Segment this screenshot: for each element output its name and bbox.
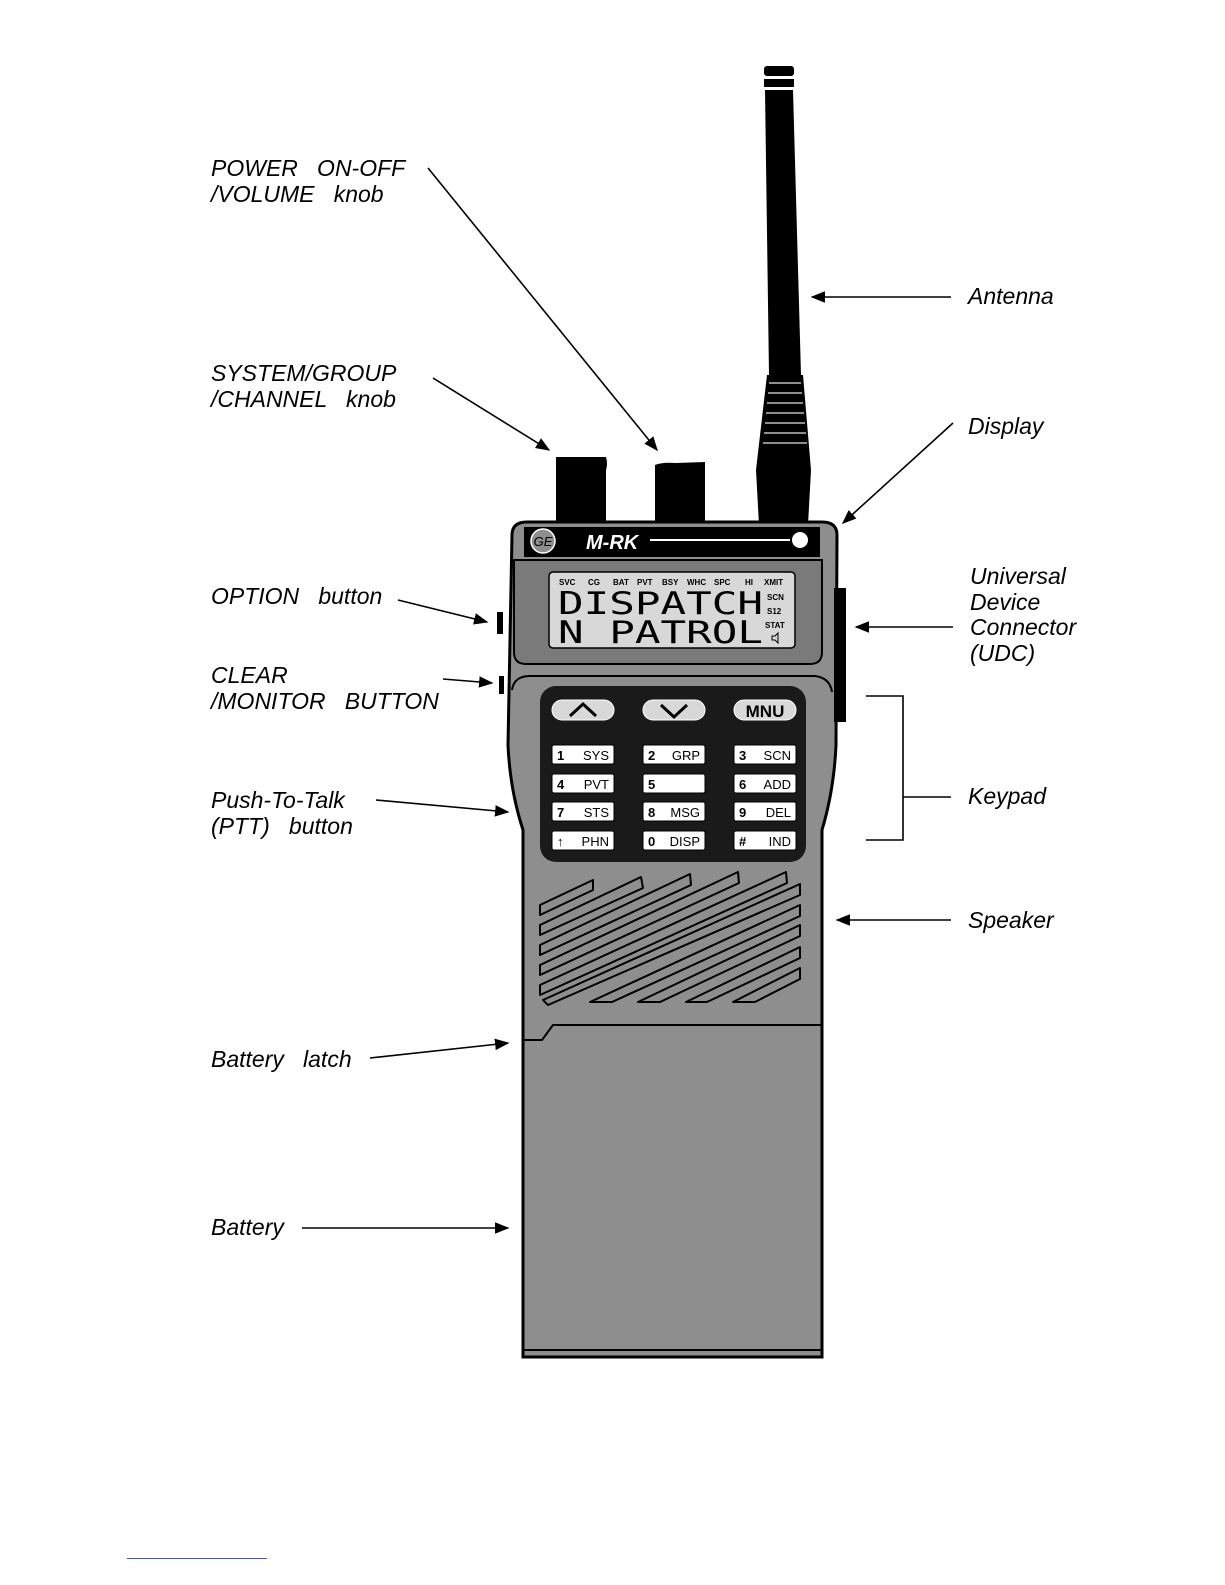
indicator-spc: SPC: [714, 578, 731, 587]
key-digit: 9: [739, 805, 746, 820]
key-disp: 0 DISP: [642, 830, 706, 851]
footer-rule: [127, 1558, 267, 1559]
menu-key: MNU: [733, 699, 797, 721]
clear-monitor-button-label: CLEAR /MONITOR BUTTON: [211, 662, 439, 714]
key-digit: 2: [648, 748, 655, 763]
clear-monitor-button: [499, 676, 504, 694]
key-label: PVT: [584, 777, 609, 792]
battery-label: Battery: [211, 1214, 284, 1240]
header-strip: GE M-RK: [524, 527, 820, 557]
battery-latch: [523, 1024, 822, 1041]
system-knob-leader: [432, 377, 551, 451]
indicator-hi: HI: [745, 578, 753, 587]
indicator-scn: SCN: [767, 593, 784, 602]
option-button: [497, 612, 503, 634]
key-digit-5: 5: [642, 773, 706, 794]
key-grid: 1 SYS 2 GRP 3 SCN 4 PVT 5 6 ADD 7 STS 8 MSG 9 DEL ↑ PHN 0 DI…: [551, 744, 797, 851]
indicator-whc: WHC: [687, 578, 706, 587]
option-button-leader: [397, 599, 489, 625]
key-label: GRP: [672, 748, 700, 763]
indicator-s12: S12: [767, 607, 782, 616]
battery-latch-label: Battery latch: [211, 1046, 352, 1072]
battery-latch-leader: [369, 1038, 510, 1059]
system-group-knob-label: SYSTEM/GROUP /CHANNEL knob: [211, 360, 397, 412]
display: SVC CG BAT PVT BSY WHC SPC HI XMIT SCN S…: [513, 559, 823, 665]
udc-label: Universal Device Connector (UDC): [970, 563, 1077, 666]
up-key: [551, 699, 615, 721]
battery: [523, 1024, 822, 1041]
down-key: [642, 699, 706, 721]
clear-button-leader: [442, 676, 494, 688]
model-label: M-RK: [586, 532, 640, 554]
indicator-pvt: PVT: [637, 578, 653, 587]
key-grp: 2 GRP: [642, 744, 706, 765]
ptt-button-leader: [375, 799, 510, 817]
system-group-knob: [556, 457, 607, 525]
key-label: ADD: [764, 777, 791, 792]
ge-logo: [530, 528, 556, 554]
display-line-2: N PATROL: [558, 615, 763, 651]
status-led: [792, 532, 808, 548]
power-volume-knob: [655, 462, 705, 525]
power-volume-knob-label: POWER ON-OFF /VOLUME knob: [211, 155, 406, 207]
key-label: STS: [584, 805, 610, 820]
menu-key-label: MNU: [746, 702, 785, 721]
key-digit: 0: [648, 834, 655, 849]
antenna: [756, 66, 811, 525]
key-label: DISP: [670, 834, 700, 849]
speaker-grille: [539, 871, 801, 1006]
indicator-stat: STAT: [765, 621, 785, 630]
indicator-xmit: XMIT: [764, 578, 783, 587]
key-digit: 7: [557, 805, 564, 820]
key-scn: 3 SCN: [733, 744, 797, 765]
option-button-label: OPTION button: [211, 583, 383, 609]
key-sys: 1 SYS: [551, 744, 615, 765]
power-knob-leader: [427, 167, 658, 452]
antenna-label: Antenna: [968, 283, 1054, 309]
chevron-down-icon: [659, 703, 689, 720]
key-pvt: 4 PVT: [551, 773, 615, 794]
key-digit: 5: [648, 777, 655, 792]
display-label: Display: [968, 413, 1044, 439]
display-line-1: DISPATCH: [558, 586, 763, 622]
key-digit: 1: [557, 748, 564, 763]
key-digit: 8: [648, 805, 655, 820]
key-label: SCN: [764, 748, 791, 763]
keypad-bracket: [866, 695, 904, 841]
key-phn: ↑ PHN: [551, 830, 615, 851]
key-del: 9 DEL: [733, 801, 797, 822]
keypad-label: Keypad: [968, 783, 1047, 809]
speaker-label: Speaker: [968, 907, 1054, 933]
key-label: DEL: [766, 805, 791, 820]
key-digit: #: [739, 834, 747, 849]
indicator-svc: SVC: [559, 578, 576, 587]
key-ind: # IND: [733, 830, 797, 851]
key-sts: 7 STS: [551, 801, 615, 822]
key-label: SYS: [583, 748, 609, 763]
keypad: MNU 1 SYS 2 GRP 3 SCN 4 PVT 5 6 ADD 7 STS 8 MSG 9 DEL ↑ PH…: [511, 675, 833, 862]
key-add: 6 ADD: [733, 773, 797, 794]
key-digit: 4: [557, 777, 565, 792]
chevron-up-icon: [568, 701, 598, 718]
indicator-cg: CG: [588, 578, 600, 587]
key-digit: 3: [739, 748, 746, 763]
key-digit: 6: [739, 777, 746, 792]
ptt-button-label: Push-To-Talk (PTT) button: [211, 787, 353, 839]
lcd-screen: [548, 571, 796, 649]
key-label: MSG: [670, 805, 700, 820]
key-label: PHN: [582, 834, 609, 849]
display-leader: [841, 422, 954, 524]
indicator-bsy: BSY: [662, 578, 679, 587]
udc-connector: [834, 588, 846, 722]
key-digit: ↑: [557, 834, 564, 849]
indicator-bat: BAT: [613, 578, 629, 587]
key-msg: 8 MSG: [642, 801, 706, 822]
ge-logo-text: GE: [534, 534, 553, 549]
speaker-icon: [771, 631, 779, 645]
key-label: IND: [769, 834, 791, 849]
